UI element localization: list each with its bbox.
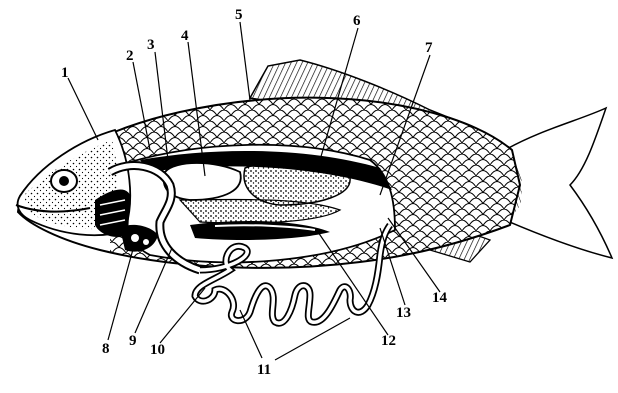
swim-bladder — [164, 163, 350, 205]
label-4: 4 — [181, 29, 189, 44]
label-8: 8 — [102, 342, 110, 357]
label-13: 13 — [396, 306, 411, 321]
label-3: 3 — [147, 38, 155, 53]
label-7: 7 — [425, 41, 433, 56]
label-12: 12 — [381, 334, 396, 349]
label-14: 14 — [432, 291, 447, 306]
label-1: 1 — [61, 66, 69, 81]
label-11: 11 — [257, 363, 271, 378]
caudal-fin — [505, 108, 612, 258]
label-5: 5 — [235, 8, 243, 23]
label-9: 9 — [129, 334, 137, 349]
label-6: 6 — [353, 14, 361, 29]
label-10: 10 — [150, 343, 165, 358]
label-2: 2 — [126, 49, 134, 64]
